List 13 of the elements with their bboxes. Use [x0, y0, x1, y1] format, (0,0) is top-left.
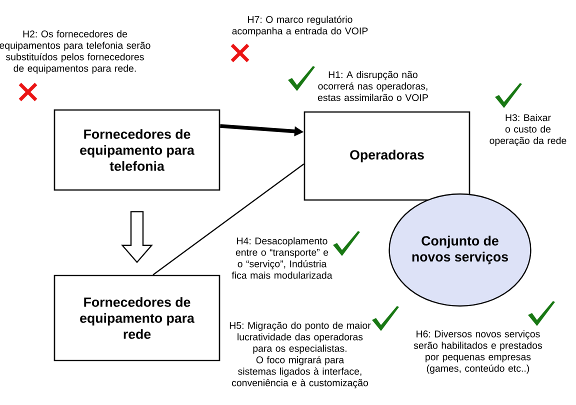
- block-arrow: [121, 211, 153, 264]
- process-box: Fornecedores de equipamento para telefonia: [54, 109, 220, 191]
- hypothesis-text: H7: O marco regulatório acompanha a entrada do VOIP: [232, 16, 368, 36]
- process-box: Fornecedores de equipamento para rede: [54, 274, 220, 362]
- hypothesis-text: H2: Os fornecedores de equipamentos para telefonia serão substituídos pelos fornecedores de equipamentos para rede.: [0, 30, 150, 74]
- hypothesis-text: H3: Baixar o custo de operação da rede: [490, 114, 566, 146]
- hypothesis-text: H1: A disrupção não ocorrerá nas operadoras, estas assimilarão o VOIP: [318, 70, 428, 102]
- hypothesis-text: H6: Diversos novos serviços serão habilitados e prestados por pequenas empresas (games, conteúdo etc..): [414, 330, 542, 374]
- connector-line: [152, 164, 304, 276]
- ellipse-node: Conjunto de novos serviços: [388, 193, 532, 307]
- hypothesis-text: H5: Migração do ponto de maior lucratividade das operadoras para os especialistas. O foco migrará para sistemas ligados à interface, conveniência e à customização: [230, 322, 371, 388]
- hypothesis-text: H4: Desacoplamento entre o “transporte” e o “serviço”, Indústria fica mais modularizada: [232, 237, 332, 279]
- process-box: Operadoras: [304, 111, 470, 201]
